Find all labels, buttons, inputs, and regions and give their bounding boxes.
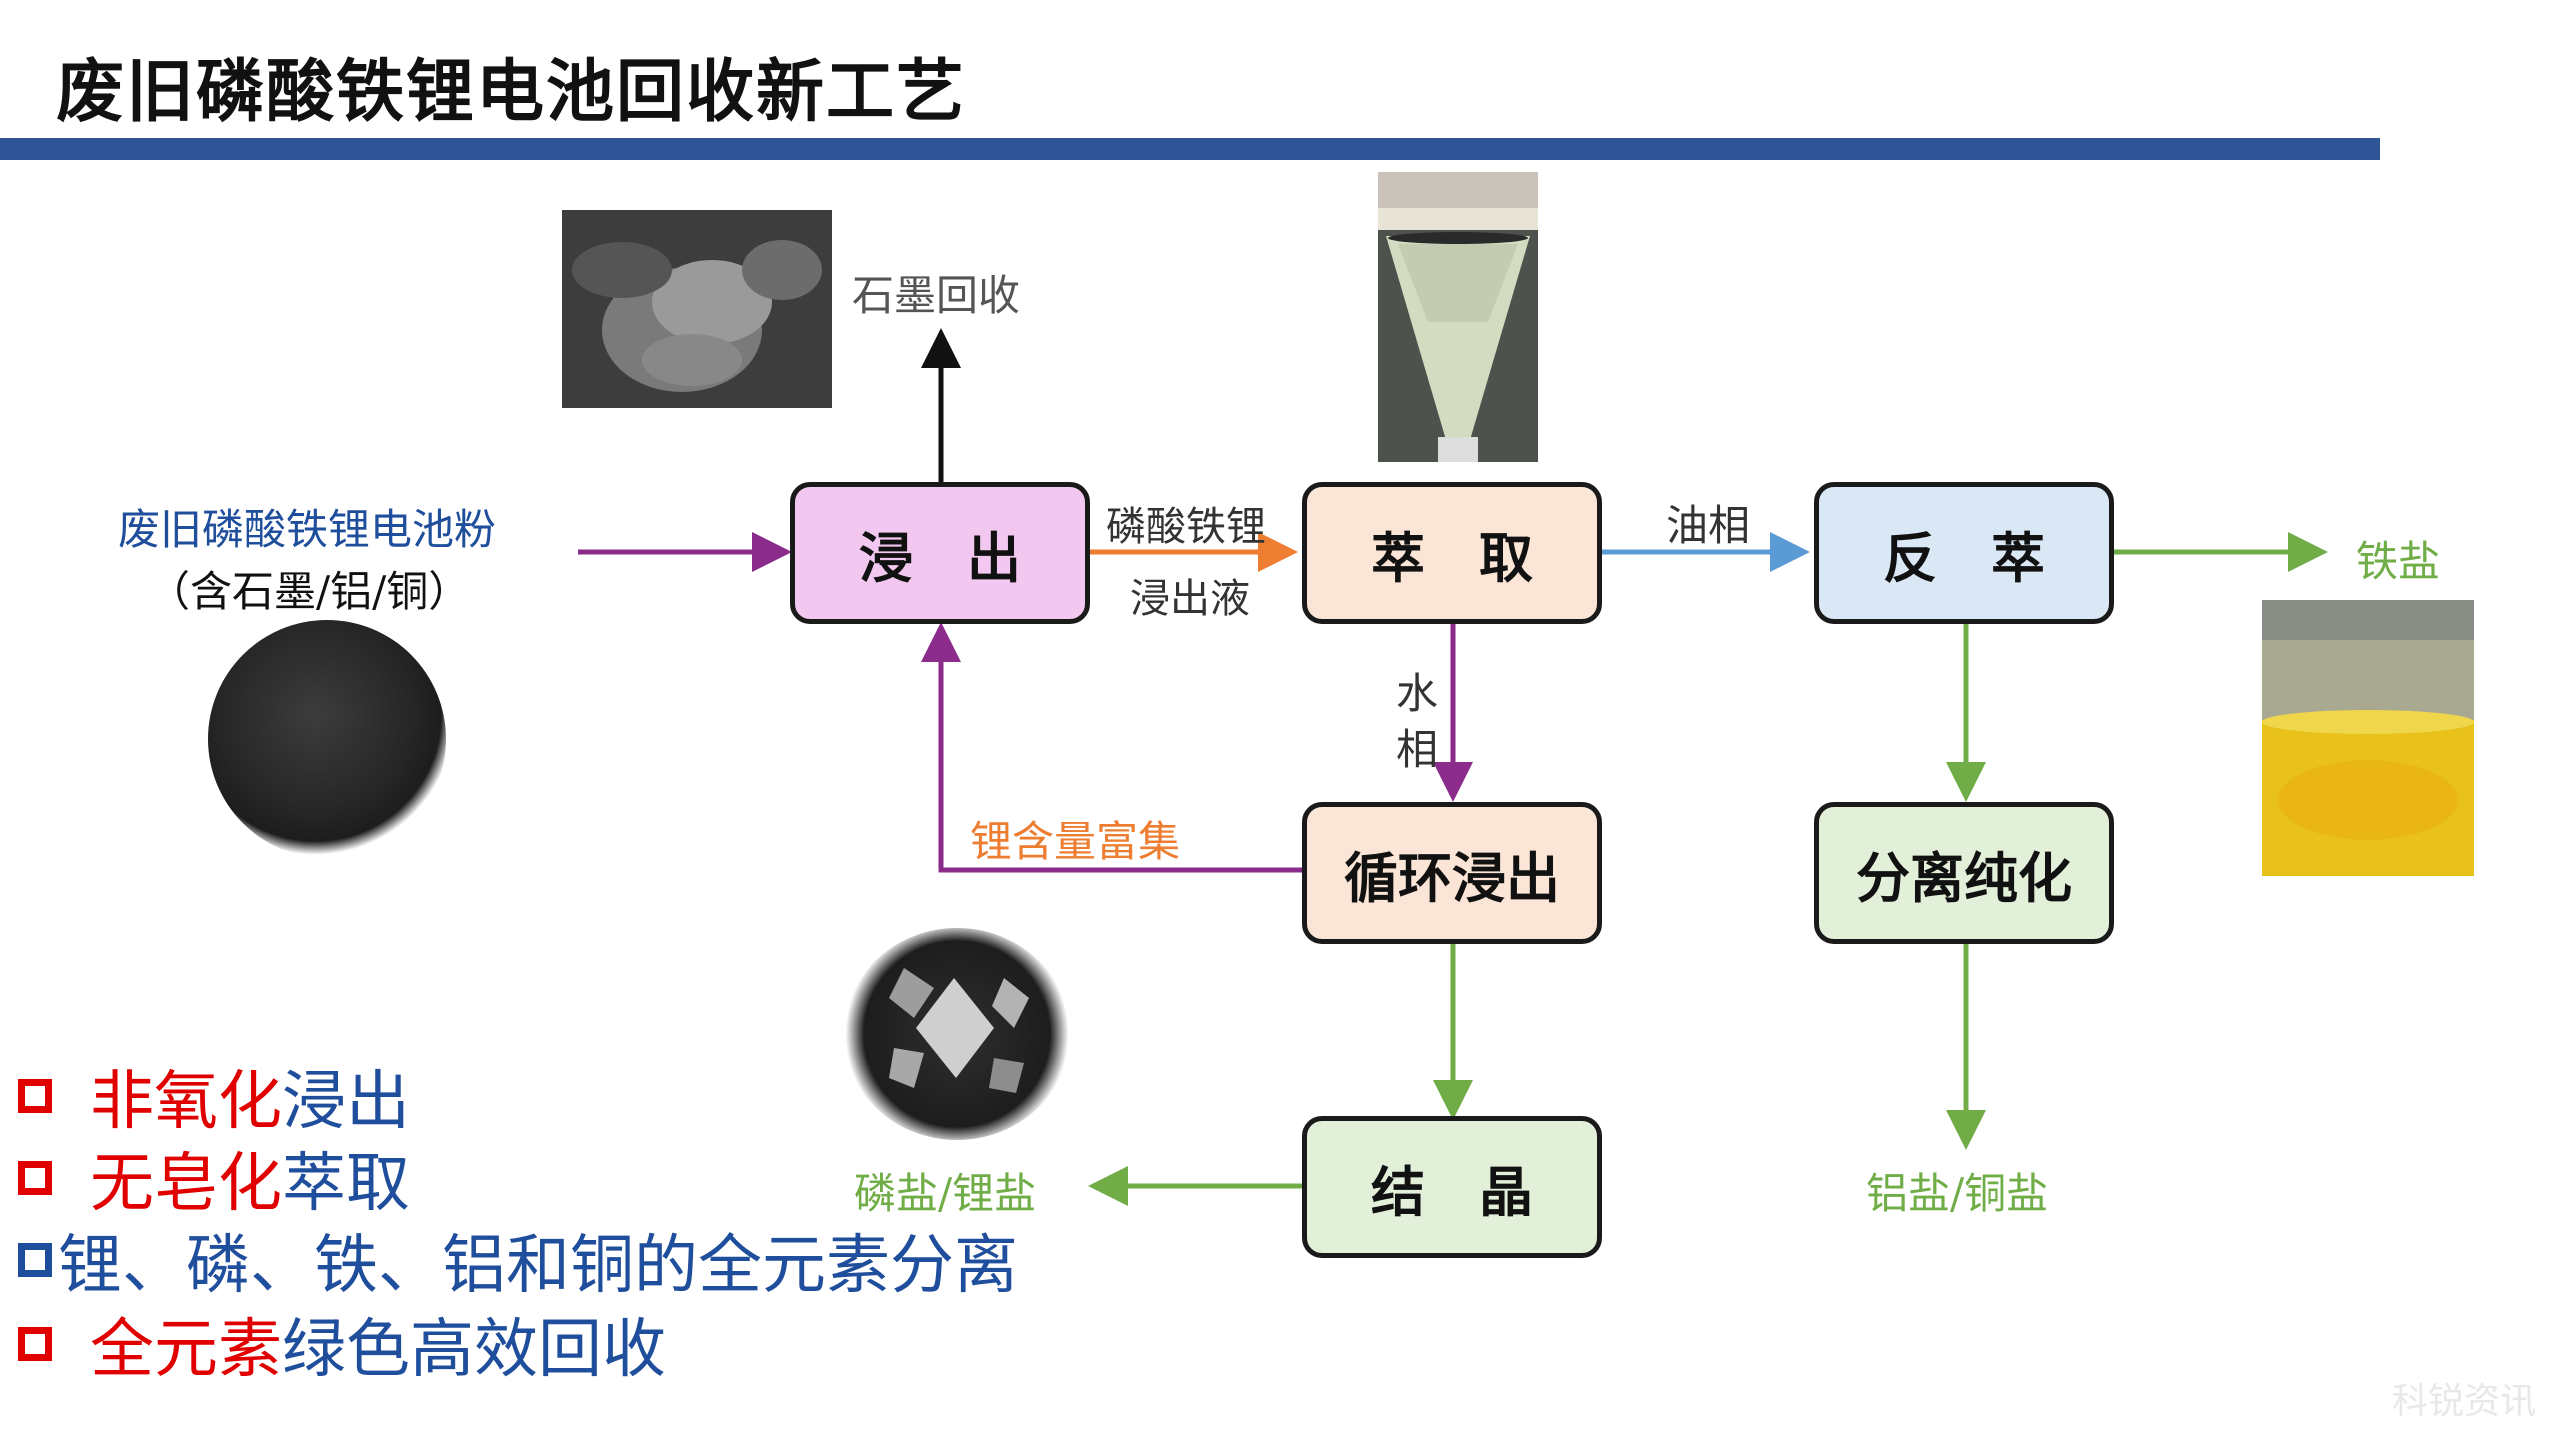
bullet-1-blue: 浸出: [282, 1065, 410, 1139]
arrow-cycle-to-leach: [921, 622, 1302, 873]
bullet-3-blue: 锂、磷、铁、铝和铜的全元素分离: [58, 1229, 1018, 1303]
node-strip: 反 萃: [1814, 482, 2114, 624]
leachate-label-line2: 浸出液: [1130, 576, 1250, 622]
bullet-item-1: 非氧化 浸出: [18, 1050, 410, 1142]
aqueous-phase-label-line1: 水: [1396, 669, 1439, 718]
checkbox-square-icon: [18, 1161, 52, 1195]
phosphate-lithium-salt-label: 磷盐/锂盐: [854, 1169, 1037, 1218]
bullet-4-blue: 绿色高效回收: [282, 1313, 666, 1387]
separatory-funnel-photo: [1378, 172, 1538, 462]
bullet-item-4: 全元素 绿色高效回收: [18, 1298, 666, 1390]
checkbox-square-icon: [18, 1243, 52, 1277]
lithium-enrich-label: 锂含量富集: [970, 817, 1181, 866]
checkbox-square-icon: [18, 1079, 52, 1113]
bullet-1-red: 非氧化: [90, 1065, 282, 1139]
input-label-line1: 废旧磷酸铁锂电池粉: [118, 505, 497, 554]
graphite-sem-image: [562, 210, 832, 408]
node-crystallize: 结 晶: [1302, 1116, 1602, 1258]
graphite-recovery-label: 石墨回收: [852, 271, 1021, 320]
bullet-4-red: 全元素: [90, 1313, 282, 1387]
bullet-item-3: 锂、磷、铁、铝和铜的全元素分离: [18, 1214, 1018, 1306]
node-leach: 浸 出: [790, 482, 1090, 624]
title-underline-bar: [0, 138, 2380, 160]
bullet-item-2: 无皂化 萃取: [18, 1132, 410, 1224]
iron-salt-label: 铁盐: [2356, 537, 2441, 586]
al-cu-salt-label: 铝盐/铜盐: [1866, 1169, 2049, 1218]
iron-salt-beaker-photo: [2262, 600, 2474, 876]
checkbox-square-icon: [18, 1327, 52, 1361]
leachate-label-line1: 磷酸铁锂: [1106, 504, 1266, 550]
aqueous-phase-label-line2: 相: [1396, 725, 1439, 774]
node-purify: 分离纯化: [1814, 802, 2114, 944]
input-label-line2: （含石墨/铝/铜）: [148, 567, 471, 616]
node-cycle-leach: 循环浸出: [1302, 802, 1602, 944]
bullet-2-blue: 萃取: [282, 1147, 410, 1221]
oil-phase-label: 油相: [1666, 501, 1751, 550]
watermark: 科锐资讯: [2391, 1381, 2536, 1422]
crystal-sem-image: [844, 928, 1070, 1140]
page-title: 废旧磷酸铁锂电池回收新工艺: [56, 53, 967, 132]
bullet-2-red: 无皂化: [90, 1147, 282, 1221]
node-extract: 萃 取: [1302, 482, 1602, 624]
graphite-powder-photo: [208, 620, 446, 858]
